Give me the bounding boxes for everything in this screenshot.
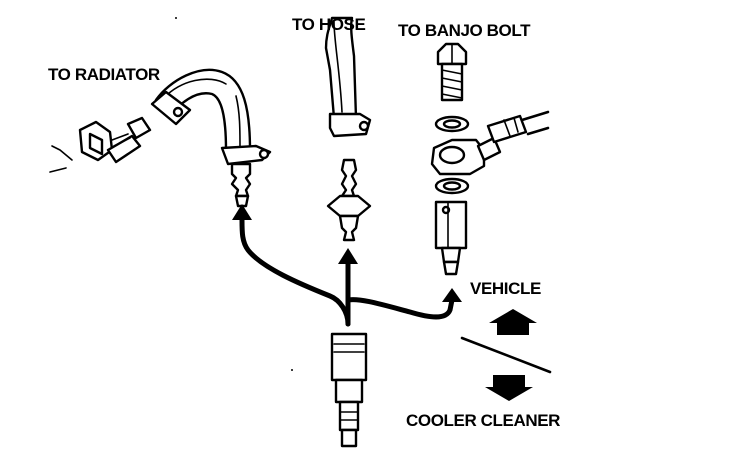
hose-adapter — [326, 158, 372, 242]
label-to-radiator: TO RADIATOR — [48, 65, 160, 84]
cleaner-connector — [330, 332, 368, 448]
banjo-bolt — [436, 42, 468, 102]
radiator-hose — [150, 68, 272, 208]
vehicle-cleaner-divider — [460, 309, 552, 401]
banjo-fitting — [430, 110, 550, 176]
radiator-fitting — [49, 116, 152, 173]
label-cooler-cleaner: COOLER CLEANER — [406, 411, 561, 430]
flow-path — [232, 204, 462, 327]
label-vehicle: VEHICLE — [470, 279, 541, 298]
return-hose — [324, 16, 372, 138]
threaded-adapter — [434, 200, 468, 276]
sealing-washers — [434, 115, 470, 195]
label-to-hose: TO HOSE — [292, 15, 366, 34]
label-to-banjo-bolt: TO BANJO BOLT — [398, 21, 531, 40]
